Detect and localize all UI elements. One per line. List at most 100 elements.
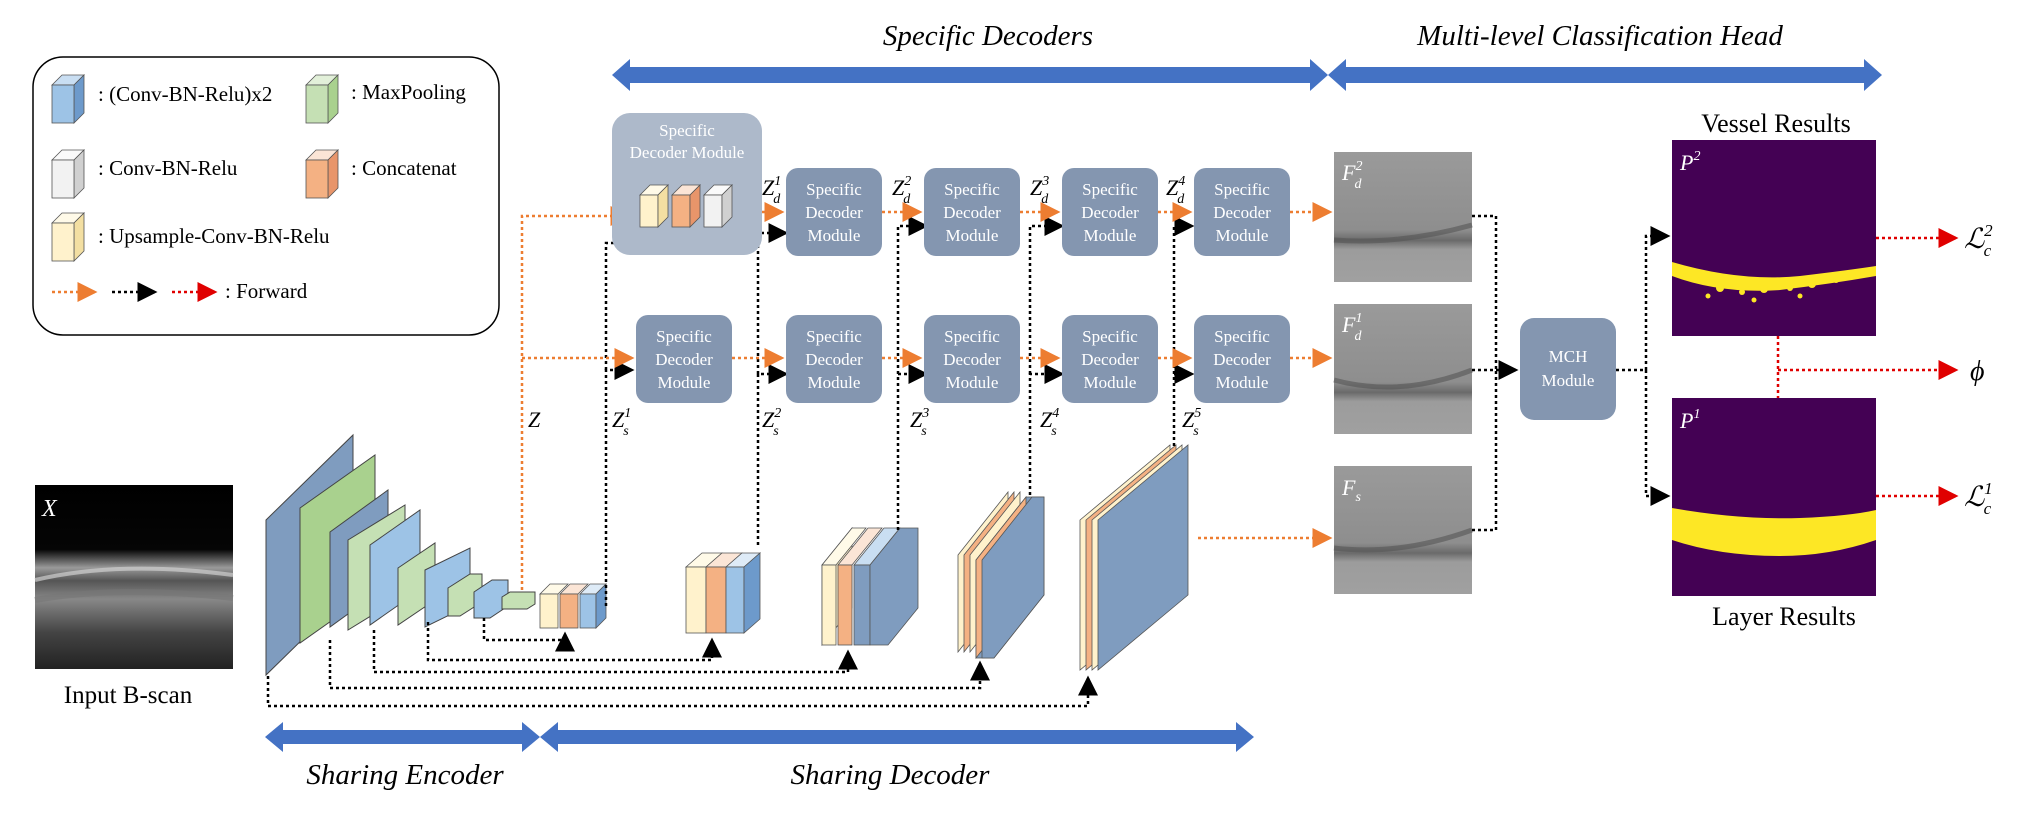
sd-modules-bottom: Specific Decoder Module Specific Decoder… xyxy=(636,315,1290,403)
sd-module-bottom-5: Specific Decoder Module xyxy=(1194,315,1290,403)
skip-connections xyxy=(266,618,1098,708)
specific-decoders-arrow xyxy=(612,59,1328,91)
sd-module-top-2-line3: Module xyxy=(808,226,861,245)
blue-cube-icon xyxy=(51,74,85,124)
sd-module-bottom-4-line2: Decoder xyxy=(1081,350,1139,369)
legend-label-conv: : Conv-BN-Relu xyxy=(98,156,238,180)
encoder-blocks xyxy=(265,433,536,677)
sd-module-top-5-line1: Specific xyxy=(1214,180,1270,199)
sd-module-top-3-line1: Specific xyxy=(944,180,1000,199)
sd-module-top-3-line3: Module xyxy=(946,226,999,245)
vessel-result-map xyxy=(1672,140,1876,336)
p1-symbol: P1 xyxy=(1679,407,1700,433)
sd-module-top-4: Specific Decoder Module xyxy=(1062,168,1158,256)
sd-module-top-3: Specific Decoder Module xyxy=(924,168,1020,256)
cream-cube-icon xyxy=(51,212,85,262)
sd-module-top-2-line2: Decoder xyxy=(805,203,863,222)
sharing-encoder-label: Sharing Encoder xyxy=(306,759,504,791)
decoder-block-2 xyxy=(684,552,762,634)
sd-module-bottom-3-line3: Module xyxy=(946,373,999,392)
legend-box: : (Conv-BN-Relu)x2 : MaxPooling : Conv-B… xyxy=(32,56,500,336)
sd-module-bottom-4-line3: Module xyxy=(1084,373,1137,392)
zs-connections xyxy=(604,216,1195,606)
sd-module-bottom-4: Specific Decoder Module xyxy=(1062,315,1158,403)
sd-module-bottom-3-line1: Specific xyxy=(944,327,1000,346)
sd-module-top-4-line3: Module xyxy=(1084,226,1137,245)
sd-module-bottom-3-line2: Decoder xyxy=(943,350,1001,369)
layer-result-map xyxy=(1672,398,1876,596)
legend-label-maxpool: : MaxPooling xyxy=(351,80,466,104)
feature-to-mch-connections xyxy=(1472,214,1519,532)
white-cube-icon xyxy=(51,149,85,199)
sd-module-top-4-line1: Specific xyxy=(1082,180,1138,199)
decoder-block-4 xyxy=(957,490,1045,660)
sharing-decoder-arrow xyxy=(540,722,1254,752)
mch-head-arrow xyxy=(1328,59,1882,91)
layer-results-label: Layer Results xyxy=(1712,602,1856,631)
specific-decoders-label: Specific Decoders xyxy=(883,20,1093,52)
decoder-block-3 xyxy=(821,526,919,647)
mch-output-connections xyxy=(1616,226,1671,506)
orange-module-arrows xyxy=(732,202,1333,548)
sd-modules-top: Specific Decoder Module Specific Decoder… xyxy=(786,168,1290,256)
decoder-block-1 xyxy=(539,583,607,629)
specific-decoder-module-large-line1: Specific xyxy=(659,121,715,140)
sd-module-bottom-2-line3: Module xyxy=(808,373,861,392)
sd-module-bottom-3: Specific Decoder Module xyxy=(924,315,1020,403)
legend-label-forward: : Forward xyxy=(225,279,308,303)
p2-symbol: P2 xyxy=(1679,149,1700,175)
sd-module-bottom-1-line2: Decoder xyxy=(655,350,713,369)
sd-module-bottom-4-line1: Specific xyxy=(1082,327,1138,346)
sd-module-top-2-line1: Specific xyxy=(806,180,862,199)
legend-label-conv2: : (Conv-BN-Relu)x2 xyxy=(98,82,272,106)
sd-module-top-5-line2: Decoder xyxy=(1213,203,1271,222)
sd-module-bottom-5-line1: Specific xyxy=(1214,327,1270,346)
sd-module-bottom-1-line1: Specific xyxy=(656,327,712,346)
fs-symbol: Fs xyxy=(1341,475,1361,505)
feature-map-fd1 xyxy=(1333,304,1473,434)
mch-module-line1: MCH xyxy=(1549,347,1588,366)
mch-module: MCH Module xyxy=(1520,318,1616,420)
feature-map-fd2 xyxy=(1333,152,1473,282)
specific-decoder-module-large-line2: Decoder Module xyxy=(630,143,745,162)
phi-symbol: ϕ xyxy=(1970,356,1985,387)
peach-cube-icon xyxy=(305,149,339,199)
sd-module-bottom-1-line3: Module xyxy=(658,373,711,392)
vessel-results-label: Vessel Results xyxy=(1701,109,1851,138)
sd-module-bottom-2-line2: Decoder xyxy=(805,350,863,369)
legend-label-upsample: : Upsample-Conv-BN-Relu xyxy=(98,224,330,248)
sd-module-bottom-5-line2: Decoder xyxy=(1213,350,1271,369)
sd-module-bottom-2-line1: Specific xyxy=(806,327,862,346)
sharing-decoder-label: Sharing Decoder xyxy=(791,759,991,791)
decoder-block-5 xyxy=(1079,444,1189,671)
z-symbol: Z xyxy=(528,407,541,432)
encoder-bottleneck-block xyxy=(501,591,536,610)
sd-module-top-5: Specific Decoder Module xyxy=(1194,168,1290,256)
sd-module-bottom-2: Specific Decoder Module xyxy=(786,315,882,403)
sd-module-bottom-1: Specific Decoder Module xyxy=(636,315,732,403)
input-symbol: X xyxy=(41,496,58,522)
sd-module-top-4-line2: Decoder xyxy=(1081,203,1139,222)
sd-module-top-2: Specific Decoder Module xyxy=(786,168,882,256)
sd-module-bottom-5-line3: Module xyxy=(1216,373,1269,392)
sd-module-top-3-line2: Decoder xyxy=(943,203,1001,222)
mch-head-label: Multi-level Classification Head xyxy=(1416,20,1783,52)
loss-arrows xyxy=(1776,228,1959,506)
mch-module-line2: Module xyxy=(1542,371,1595,390)
specific-decoder-module-large: Specific Decoder Module xyxy=(612,113,762,255)
